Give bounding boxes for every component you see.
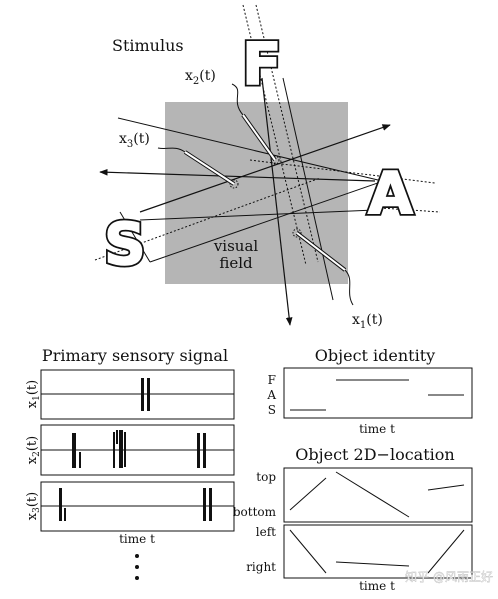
visual-field-label-2: field — [219, 254, 253, 272]
loc-tick-left: left — [256, 525, 276, 539]
identity-panel: Object identity F A S time t — [266, 346, 473, 436]
location-xlabel: time t — [359, 579, 395, 593]
signal-row-1: x1(t) — [25, 369, 235, 420]
letter-a-inner: A — [368, 159, 413, 227]
letter-f-inner: F — [242, 30, 282, 98]
letter-a: A — [368, 159, 413, 227]
f-axis — [242, 4, 334, 326]
row3-label: x3(t) — [25, 492, 42, 520]
identity-tick-f: F — [268, 373, 276, 387]
stimulus-title: Stimulus — [112, 36, 184, 55]
stimulus-diagram: Stimulus visual field — [94, 4, 441, 331]
row1-label: x1(t) — [25, 380, 42, 408]
x2-label: x2(t) — [185, 68, 216, 87]
s-axis — [94, 124, 393, 263]
receptor-x3 — [157, 147, 239, 189]
row2-label: x2(t) — [25, 436, 42, 464]
identity-title: Object identity — [315, 346, 435, 365]
letter-s-inner: S — [104, 210, 146, 278]
receptor-x1 — [292, 228, 354, 306]
location-panel: Object 2D−location top bottom left right… — [233, 445, 473, 593]
location-title: Object 2D−location — [295, 445, 454, 464]
primary-signal-panel: Primary sensory signal x1(t) x2(t) — [25, 346, 235, 580]
letter-f: F — [242, 30, 282, 98]
signal-row-2: x2(t) — [25, 424, 235, 476]
more-rows-ellipsis — [135, 554, 139, 580]
identity-tick-a: A — [266, 388, 276, 402]
identity-tick-s: S — [268, 403, 276, 417]
visual-field-label-1: visual — [213, 237, 259, 255]
loc-tick-top: top — [256, 470, 276, 484]
x1-label: x1(t) — [352, 312, 383, 331]
signal-row-3: x3(t) — [25, 481, 235, 532]
x3-label: x3(t) — [119, 131, 150, 150]
loc-tick-right: right — [246, 560, 276, 574]
location-panel-vertical: top bottom — [233, 467, 473, 523]
letter-s: S — [104, 210, 146, 278]
loc-tick-bottom: bottom — [233, 505, 277, 519]
primary-xlabel: time t — [119, 532, 155, 546]
identity-xlabel: time t — [359, 422, 395, 436]
receptor-x2 — [231, 83, 280, 165]
primary-title: Primary sensory signal — [42, 346, 228, 365]
watermark: 知乎 @风雨正好 — [405, 570, 493, 584]
a-axis — [99, 117, 441, 221]
location-panel-horizontal: left right — [246, 524, 473, 579]
visual-field — [165, 102, 348, 284]
